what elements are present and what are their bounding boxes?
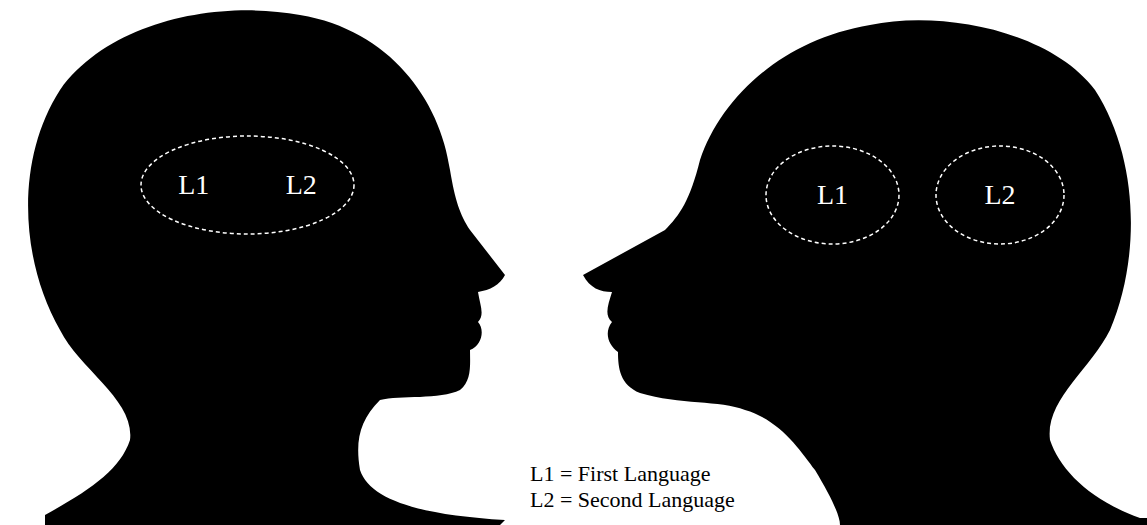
right-head-silhouette [583,20,1147,525]
ellipse-outline [140,135,355,235]
dashed-ellipse: L1 L2 [140,135,355,235]
dashed-ellipse: L1 [765,145,900,245]
ellipse-outline [936,146,1064,244]
key-text: L1 = First Language [530,462,710,486]
ellipse-outline [141,136,354,234]
language-label: L1 [178,171,209,199]
dashed-ellipse: L2 [935,145,1065,245]
left-head-silhouette [28,10,505,525]
language-label: L2 [286,171,317,199]
language-label: L1 [817,181,848,209]
key-text: L2 = Second Language [530,488,735,512]
language-label: L2 [984,181,1015,209]
ellipse-outline [766,146,899,244]
